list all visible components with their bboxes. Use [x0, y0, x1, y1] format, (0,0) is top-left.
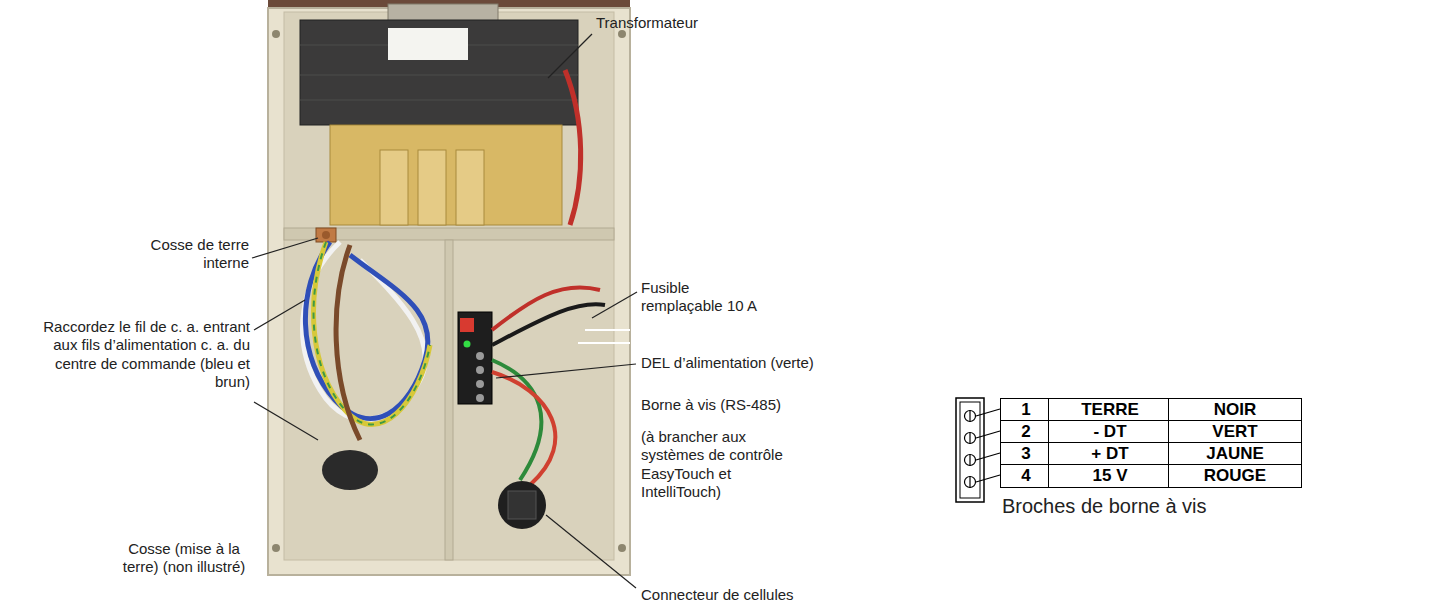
terminal-graphic-inner [960, 402, 980, 498]
callout-label: Cosse (mise à la terre) (non illustré) [118, 540, 250, 577]
pin-line [976, 453, 1000, 460]
pin-number: 1 [1021, 400, 1030, 420]
terminal-screw [476, 394, 484, 402]
signal-name: TERRE [1081, 400, 1139, 420]
red-wire [492, 372, 555, 485]
screw-slot [969, 454, 970, 466]
cell-connector-face [508, 491, 536, 519]
terminal-block [458, 312, 492, 404]
black-wire [492, 304, 605, 345]
callout-label: Borne à vis (RS-485) [641, 396, 781, 414]
fuse [460, 318, 474, 332]
coil-tab [456, 150, 484, 225]
signal-name: 15 V [1093, 466, 1128, 486]
red-wire [492, 287, 600, 330]
mount-hole [618, 30, 626, 38]
callout-label: Connecteur de cellules [641, 586, 794, 604]
terminal-screw [476, 366, 484, 374]
white-line [585, 329, 630, 331]
leader-line [592, 292, 637, 318]
table-cell: ROUGE [1168, 464, 1302, 488]
pin-line [976, 475, 1000, 482]
screw-symbol [965, 411, 976, 422]
callout-label: Transformateur [596, 14, 698, 32]
ground-stripe [314, 242, 430, 424]
table-cell: + DT [1048, 442, 1172, 466]
table-cell: 1 [1000, 398, 1052, 422]
signal-name: + DT [1091, 444, 1128, 464]
ground-lug [316, 228, 336, 242]
table-cell: VERT [1168, 420, 1302, 444]
red-wire [565, 70, 581, 225]
coil-tab [380, 150, 408, 225]
leader-line [548, 34, 592, 78]
screw-slot [969, 476, 970, 488]
blue-wire [305, 242, 428, 419]
leader-line [252, 238, 318, 258]
mount-hole [272, 30, 280, 38]
table-cell: JAUNE [1168, 442, 1302, 466]
callout-label: Cosse de terre interne [129, 236, 249, 273]
lamination [300, 75, 578, 76]
screw-symbol [965, 455, 976, 466]
signal-name: - DT [1093, 422, 1126, 442]
cell-connector [498, 481, 546, 529]
table-cell: 15 V [1048, 464, 1172, 488]
screw-symbol [965, 477, 976, 488]
callout-label: Fusible remplaçable 10 A [641, 279, 766, 316]
pin-number: 3 [1021, 444, 1030, 464]
leader-line [254, 402, 318, 440]
mount-hole [272, 544, 280, 552]
transformer-core [300, 20, 578, 125]
enclosure [268, 8, 630, 575]
wire-color: VERT [1212, 422, 1257, 442]
callout-label: (à brancher aux systèmes de contrôle Eas… [641, 428, 801, 501]
table-cell: 3 [1000, 442, 1052, 466]
lug-screw [322, 231, 330, 239]
wire-color: JAUNE [1206, 444, 1264, 464]
callout-label: Raccordez le fil de c. a. entrant aux fi… [25, 318, 250, 391]
qc-sticker [388, 28, 468, 60]
mount-hole [618, 544, 626, 552]
white-line [578, 342, 630, 344]
table-cell: 4 [1000, 464, 1052, 488]
terminal-screw [476, 352, 484, 360]
screw-symbol [965, 433, 976, 444]
screw-slot [969, 432, 970, 444]
brown-wire [336, 245, 360, 440]
table-cell: 2 [1000, 420, 1052, 444]
wire-color: ROUGE [1204, 466, 1266, 486]
terminal-graphic [956, 398, 984, 502]
power-led [464, 341, 471, 348]
pin-line [976, 431, 1000, 438]
transformer-coil [330, 125, 562, 225]
leader-line [496, 364, 636, 378]
yellow-green-wire [314, 242, 430, 424]
leader-line [546, 515, 636, 588]
lamination [300, 100, 578, 101]
wire-color: NOIR [1214, 400, 1257, 420]
screw-slot [969, 410, 970, 422]
table-cell: TERRE [1048, 398, 1172, 422]
transformer-bracket [388, 4, 498, 22]
pin-number: 2 [1021, 422, 1030, 442]
enclosure-back [284, 12, 614, 560]
leader-line [254, 300, 305, 330]
divider-wall [445, 240, 453, 560]
coil-tab [418, 150, 446, 225]
knockout [322, 450, 378, 490]
terminal-screw [476, 380, 484, 388]
table-caption: Broches de borne à vis [1002, 494, 1207, 518]
pin-line [976, 409, 1000, 416]
table-cell: - DT [1048, 420, 1172, 444]
pin-number: 4 [1021, 466, 1030, 486]
table-cell: NOIR [1168, 398, 1302, 422]
callout-label: DEL d’alimentation (verte) [641, 354, 814, 372]
